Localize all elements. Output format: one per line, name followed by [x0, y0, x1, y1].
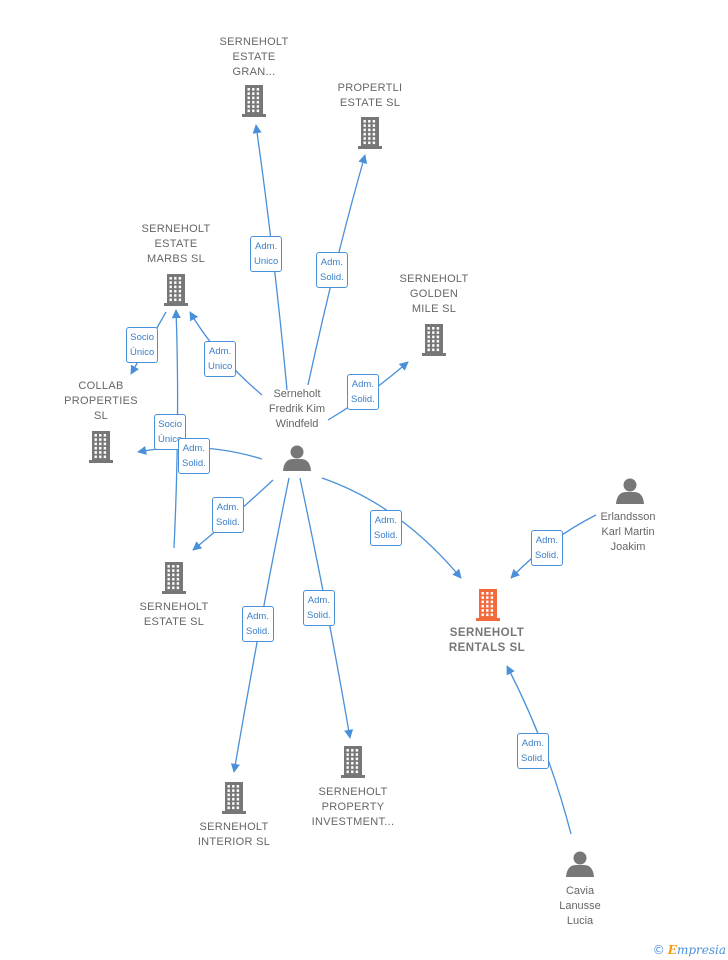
node-label-serneholt-golden-mile[interactable]: SERNEHOLT GOLDEN MILE SL — [399, 273, 469, 315]
edge-label-cavia-to-serneholt_rentals[interactable]: Adm. Solid. — [517, 733, 549, 769]
node-label-serneholt-interior[interactable]: SERNEHOLT INTERIOR SL — [197, 821, 271, 848]
building-icon-serneholt-interior[interactable] — [222, 782, 246, 814]
building-icon-serneholt-estate[interactable] — [162, 562, 186, 594]
building-icon-serneholt-property-investment[interactable] — [341, 746, 365, 778]
edge-label-fredrik-to-serneholt_rentals[interactable]: Adm. Solid. — [370, 510, 402, 546]
edge-label-fredrik-to-serneholt_property_investment[interactable]: Adm. Solid. — [303, 590, 335, 626]
edge-label-serneholt_estate_marbs-to-collab_properties[interactable]: Socio Único — [126, 327, 159, 363]
person-icon-fredrik[interactable] — [283, 445, 311, 472]
edge-label-fredrik-to-serneholt_estate_gran[interactable]: Adm. Unico — [250, 236, 283, 272]
node-label-collab-properties[interactable]: COLLAB PROPERTIES SL — [64, 380, 138, 422]
edge-label-fredrik-to-serneholt_estate_marbs[interactable]: Adm. Unico — [204, 341, 237, 377]
node-label-serneholt-property-investment[interactable]: SERNEHOLT PROPERTY INVESTMENT... — [311, 786, 395, 828]
node-label-cavia[interactable]: Cavia Lanusse Lucia — [559, 885, 601, 927]
edge-label-fredrik-to-serneholt_estate[interactable]: Adm. Solid. — [212, 497, 244, 533]
node-label-fredrik[interactable]: Serneholt Fredrik Kim Windfeld — [268, 388, 326, 430]
edge-label-fredrik-to-propertli_estate[interactable]: Adm. Solid. — [316, 252, 348, 288]
node-label-serneholt-estate[interactable]: SERNEHOLT ESTATE SL — [139, 601, 209, 628]
building-icon-serneholt-golden-mile[interactable] — [422, 324, 446, 356]
brand-footer: ©Empresia — [653, 943, 726, 957]
node-label-propertli-estate[interactable]: PROPERTLI ESTATE SL — [337, 82, 403, 109]
brand-name: mpresia — [676, 943, 726, 957]
edge-label-fredrik-to-collab_properties[interactable]: Adm. Solid. — [178, 438, 210, 474]
node-label-serneholt-estate-marbs[interactable]: SERNEHOLT ESTATE MARBS SL — [141, 223, 211, 265]
edge-label-fredrik-to-serneholt_interior[interactable]: Adm. Solid. — [242, 606, 274, 642]
edge-label-fredrik-to-serneholt_golden_mile[interactable]: Adm. Solid. — [347, 374, 379, 410]
building-icon-serneholt-rentals[interactable] — [476, 589, 500, 621]
node-label-erlandsson[interactable]: Erlandsson Karl Martin Joakim — [600, 511, 656, 553]
building-icon-serneholt-estate-marbs[interactable] — [164, 274, 188, 306]
building-icon-propertli-estate[interactable] — [358, 117, 382, 149]
edge-label-erlandsson-to-serneholt_rentals[interactable]: Adm. Solid. — [531, 530, 563, 566]
node-label-serneholt-rentals[interactable]: SERNEHOLT RENTALS SL — [448, 627, 526, 654]
building-icon-serneholt-estate-gran[interactable] — [242, 85, 266, 117]
person-icon-erlandsson[interactable] — [616, 478, 644, 505]
copyright-icon: © — [652, 943, 665, 957]
person-icon-cavia[interactable] — [566, 851, 594, 878]
building-icon-collab-properties[interactable] — [89, 431, 113, 463]
node-label-serneholt-estate-gran[interactable]: SERNEHOLT ESTATE GRAN... — [219, 36, 289, 78]
brand-initial: E — [667, 943, 677, 957]
